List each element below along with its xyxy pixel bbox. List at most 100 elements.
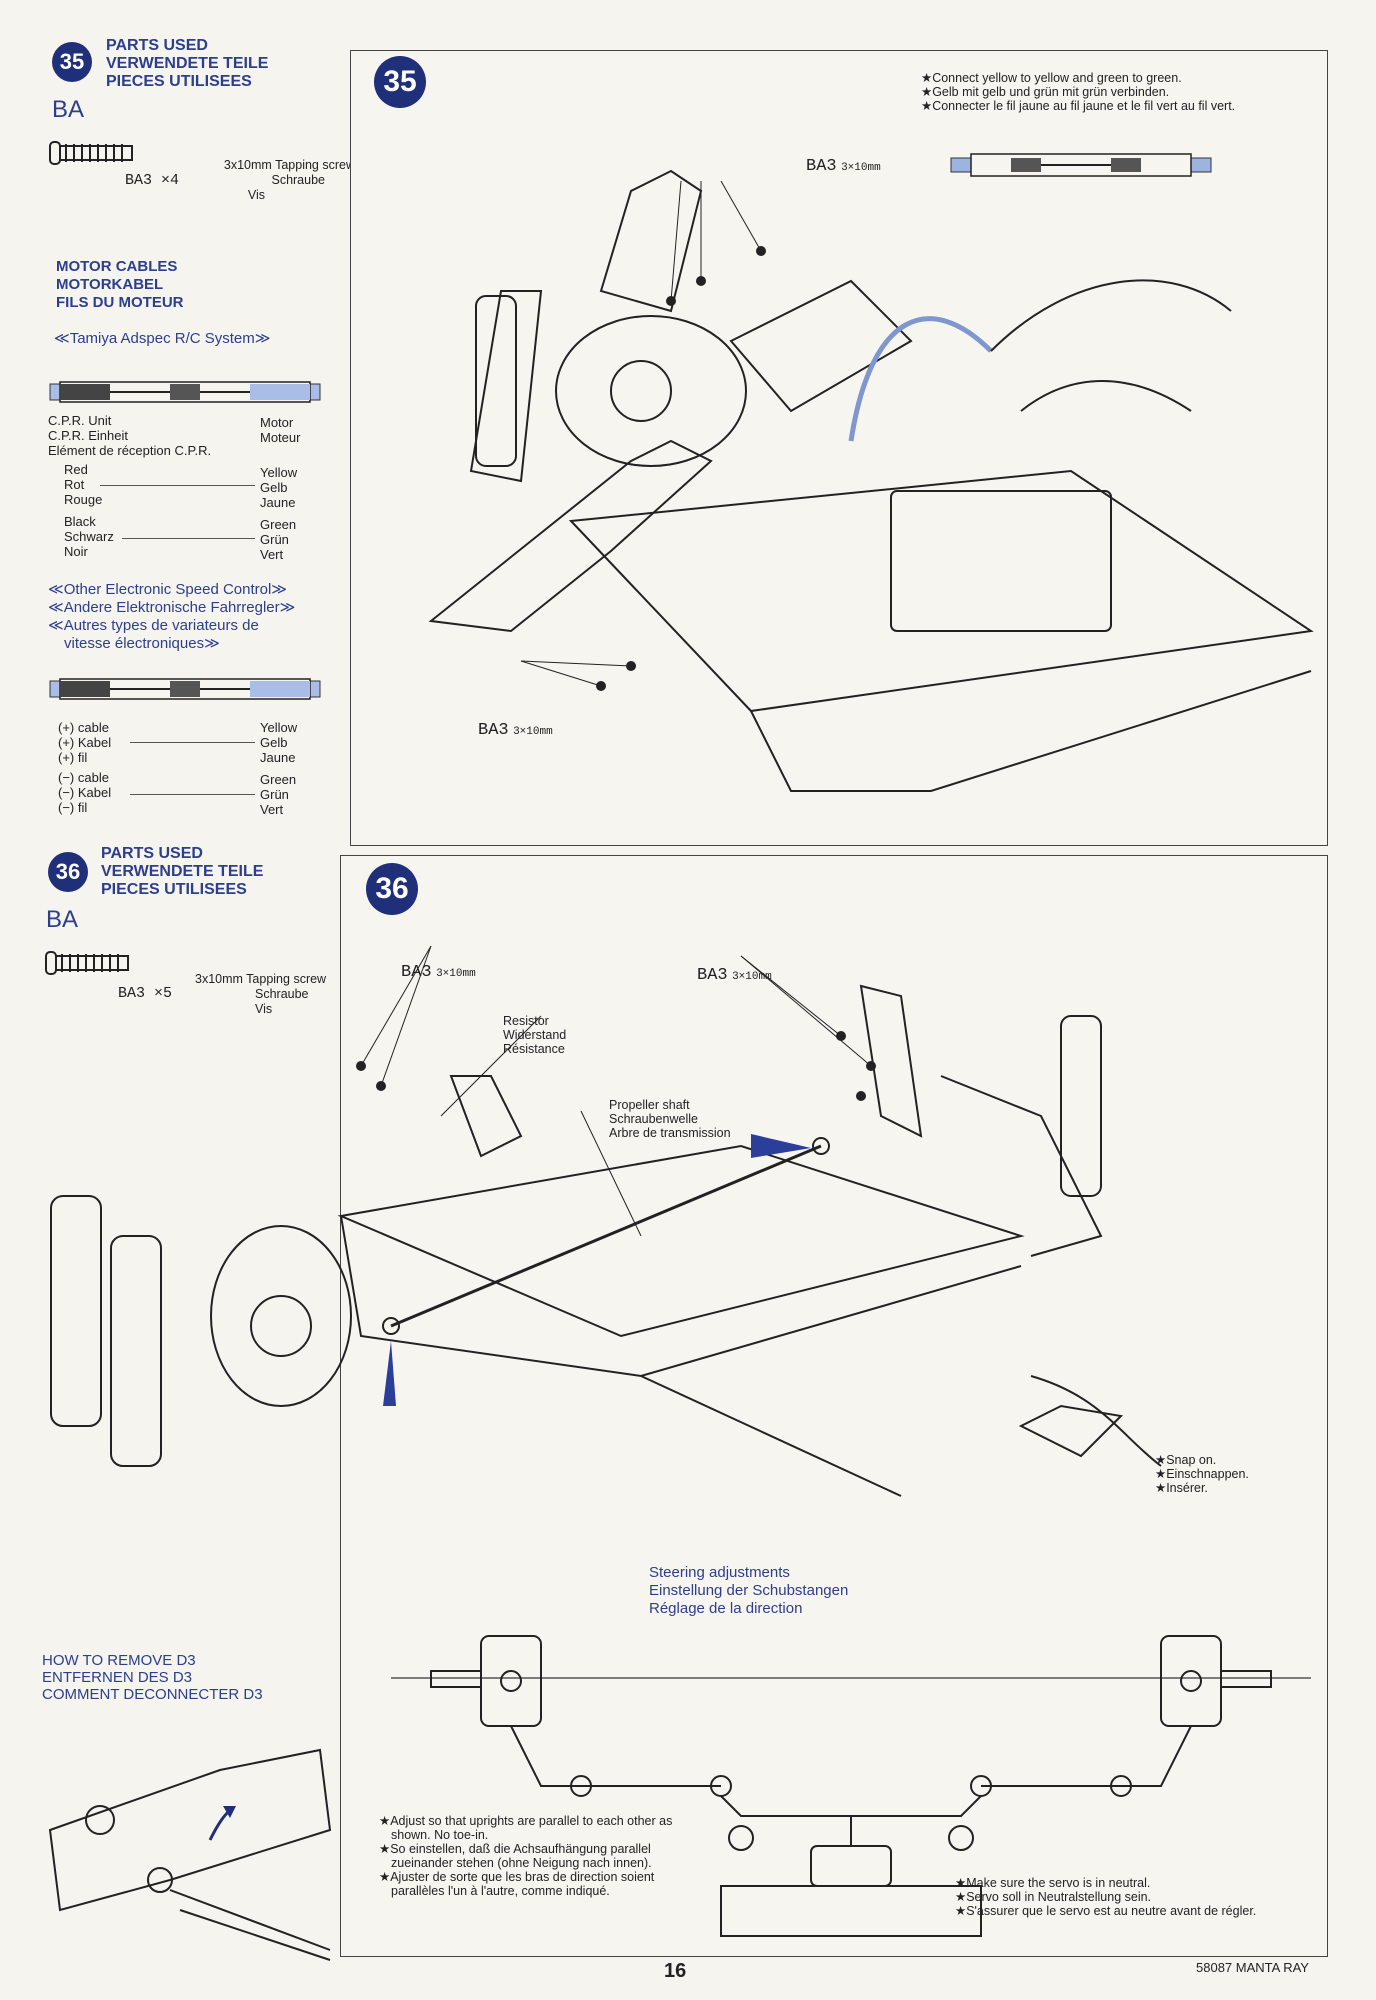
adjust-note-en1: ★Adjust so that uprights are parallel to… [379,1814,673,1828]
wire-red-de: Rot [64,477,85,492]
screw-quantity: BA3 ×4 [125,172,180,189]
screw-desc-fr: Vis [255,1002,273,1016]
model-number: 58087 MANTA RAY [1196,1960,1309,1975]
wire-green-labels: Green Grün Vert [260,517,296,562]
other-esc-de: ≪Andere Elektronische Fahrregler≫ [48,599,296,616]
snap-fr: ★Insérer. [1155,1481,1208,1495]
bag-label: BA [46,906,79,933]
pos-cable-fr: (+) fil [58,750,88,765]
parts-header-en: PARTS USED [101,845,203,862]
neg-color-de: Grün [260,787,289,802]
screw-description: 3x10mm Tapping screw Schraube Vis [195,972,326,1017]
pos-color-en: Yellow [260,720,298,735]
propeller-shaft-label: Propeller shaft Schraubenwelle Arbre de … [609,1098,731,1140]
neg-color-labels: Green Grün Vert [260,772,296,817]
step-35-panel: 35 ★Connect yellow to yellow and green t… [350,50,1328,846]
parts-header-en: PARTS USED [106,37,208,54]
parts-header-de: VERWENDETE TEILE [106,55,269,72]
motor-labels: Motor Moteur [260,415,300,445]
steering-title-fr: Réglage de la direction [649,1600,803,1617]
step-36-parts-header: PARTS USED VERWENDETE TEILE PIECES UTILI… [101,845,263,899]
cpr-unit-de: C.P.R. Einheit [48,428,128,443]
remove-d3-de: ENTFERNEN DES D3 [42,1669,193,1686]
steering-title-de: Einstellung der Schubstangen [649,1582,849,1599]
adjust-note-fr1: ★Ajuster de sorte que les bras de direct… [379,1870,655,1884]
screw-desc-fr: Vis [247,188,265,202]
wire-black-de: Schwarz [64,529,114,544]
adjust-note: ★Adjust so that uprights are parallel to… [379,1814,672,1898]
cpr-unit-fr: Elément de réception C.P.R. [48,443,212,458]
resistor-label: Resistor Widerstand Résistance [503,1014,566,1056]
ba3-label: BA3 [697,966,728,985]
ba3-bottom-callout: BA3 3×10mm [478,721,553,740]
wire-black-fr: Noir [64,544,88,559]
screw-icon [45,951,129,975]
resistor-en: Resistor [503,1014,549,1028]
step-36-number: 36 [55,859,81,884]
motor-cables-en: MOTOR CABLES [56,258,178,275]
other-esc-title: ≪Other Electronic Speed Control≫ ≪Andere… [48,581,295,653]
motor-en: Motor [260,415,294,430]
pos-color-labels: Yellow Gelb Jaune [260,720,297,765]
wire-black-labels: Black Schwarz Noir [64,514,114,559]
ba3-size: 3×10mm [436,968,476,980]
pos-cable-de: (+) Kabel [58,735,112,750]
remove-d3-title: HOW TO REMOVE D3 ENTFERNEN DES D3 COMMEN… [42,1652,263,1703]
wire-green-fr: Vert [260,547,284,562]
adjust-note-fr2: parallèles l'un à l'autre, comme indiqué… [391,1884,610,1898]
connect-note-fr: ★Connecter le fil jaune au fil jaune et … [921,99,1236,113]
pos-cable-labels: (+) cable (+) Kabel (+) fil [58,720,111,765]
neg-leader [130,794,255,795]
neg-color-en: Green [260,772,297,787]
wire-connector-detail [950,153,1212,177]
neg-cable-fr: (−) fil [58,800,88,815]
step-35-illustration [428,169,1314,792]
screw-desc-de: Schraube [255,987,309,1001]
wire-yellow-en: Yellow [260,465,298,480]
cpr-unit-en: C.P.R. Unit [48,413,112,428]
wire-red-labels: Red Rot Rouge [64,462,102,507]
snap-de: ★Einschnappen. [1155,1467,1249,1481]
ba3-label: BA3 [478,721,509,740]
pos-color-fr: Jaune [260,750,296,765]
parts-header-de: VERWENDETE TEILE [101,863,264,880]
wire-yellow-fr: Jaune [260,495,296,510]
step-35-parts-header: PARTS USED VERWENDETE TEILE PIECES UTILI… [106,37,268,91]
neg-cable-labels: (−) cable (−) Kabel (−) fil [58,770,111,815]
parts-header-fr: PIECES UTILISEES [101,881,247,898]
parts-header-fr: PIECES UTILISEES [106,73,252,90]
adjust-note-de1: ★So einstellen, daß die Achsaufhängung p… [379,1842,651,1856]
connector-diagram-esc [49,678,321,700]
remove-d3-fr: COMMENT DECONNECTER D3 [42,1686,263,1703]
connect-note-en: ★Connect yellow to yellow and green to g… [921,71,1182,85]
motor-cables-de: MOTORKABEL [56,276,164,293]
step-35-panel-number: 35 [383,65,417,98]
step-36-panel-badge: 36 [366,863,418,915]
servo-note: ★Make sure the servo is in neutral. ★Ser… [955,1876,1256,1918]
adspec-title: ≪Tamiya Adspec R/C System≫ [54,330,271,347]
step-35-badge: 35 [52,42,92,82]
other-esc-en: ≪Other Electronic Speed Control≫ [48,581,288,598]
wire-red-leader [100,485,255,486]
snap-en: ★Snap on. [1155,1453,1217,1467]
shaft-de: Schraubenwelle [609,1112,698,1126]
resistor-fr: Résistance [503,1042,565,1056]
step-35-panel-badge: 35 [374,56,426,108]
wire-yellow-de: Gelb [260,480,288,495]
other-esc-fr1: ≪Autres types de variateurs de [48,617,259,634]
remove-d3-illustration [48,1748,332,1961]
cpr-unit-labels: C.P.R. Unit C.P.R. Einheit Elément de ré… [48,413,211,458]
wire-black-en: Black [64,514,96,529]
pos-cable-en: (+) cable [58,720,109,735]
step-36-panel: 36 BA3 3×10mm BA3 3×10mm Resistor Widers… [50,855,1328,1957]
screw-icon [49,141,133,165]
snap-on-note: ★Snap on. ★Einschnappen. ★Insérer. [1155,1453,1249,1495]
connect-note-de: ★Gelb mit gelb und grün mit grün verbind… [921,85,1170,99]
steering-title: Steering adjustments Einstellung der Sch… [649,1564,848,1618]
connector-diagram-adspec [49,381,321,403]
wire-green-en: Green [260,517,297,532]
screw-quantity: BA3 ×5 [118,985,173,1002]
servo-note-de: ★Servo soll in Neutralstellung sein. [955,1890,1152,1904]
step-35-number: 35 [59,49,85,74]
page-number: 16 [664,1960,687,1982]
